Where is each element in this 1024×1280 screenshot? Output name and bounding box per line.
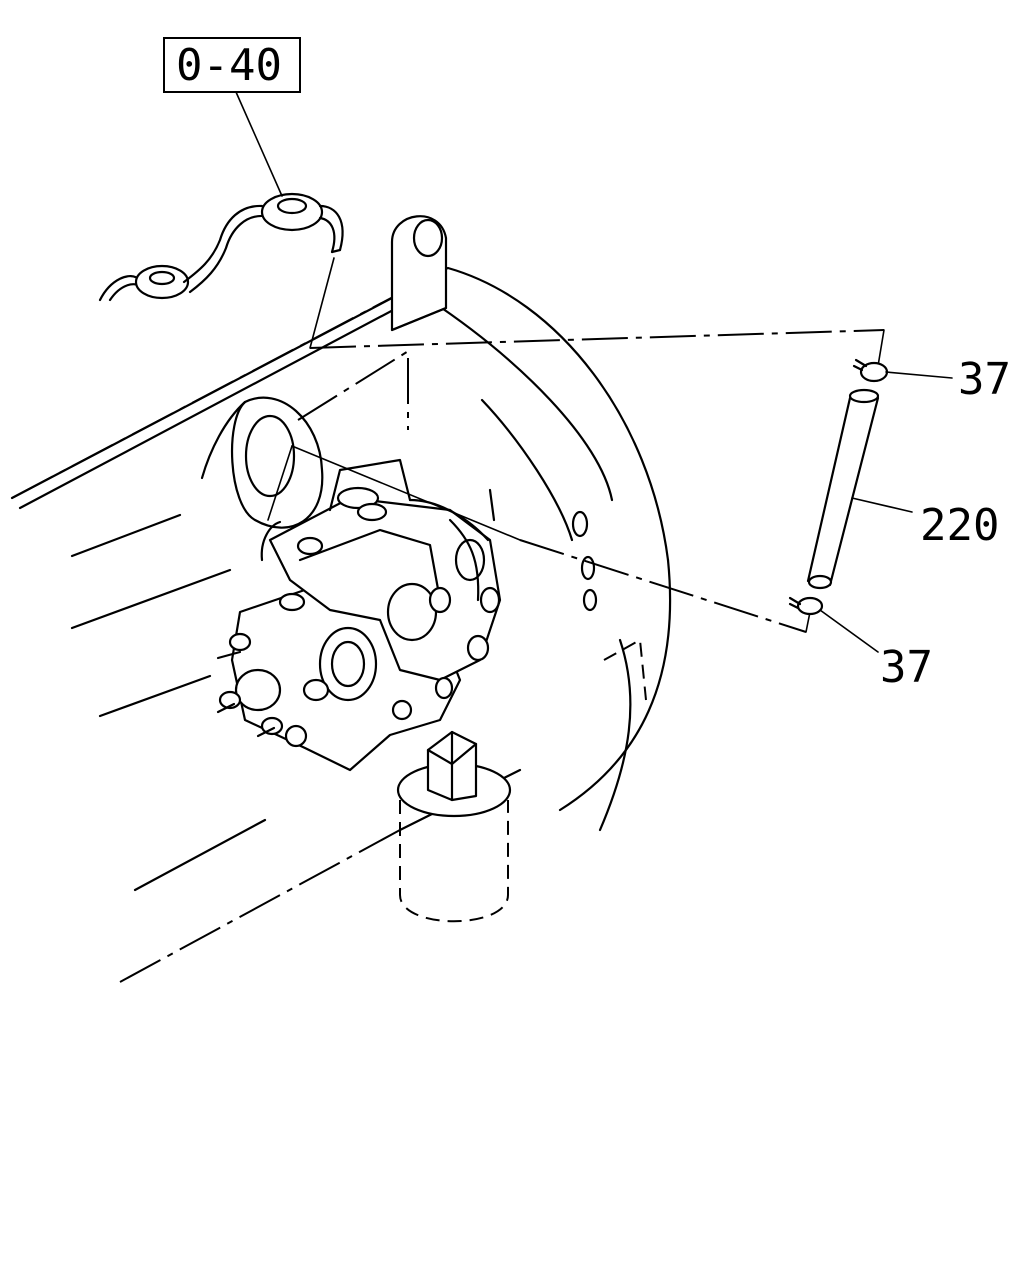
mounting-bracket — [390, 215, 448, 332]
fuel-line-harness — [98, 192, 344, 302]
hose-clip-lower — [788, 596, 824, 616]
injection-pump-assembly — [216, 458, 502, 772]
callout-37-upper: 37 — [958, 354, 1011, 405]
leader-37-lower — [819, 609, 879, 653]
oil-filter — [396, 730, 512, 923]
reference-box-label: 0-40 — [176, 40, 282, 91]
engine-block-outline — [10, 266, 672, 983]
callout-220: 220 — [920, 500, 999, 551]
hose-clip-upper — [852, 358, 889, 383]
lower-routing-line — [267, 445, 813, 633]
leader-37-upper — [885, 371, 953, 379]
fuel-hose — [806, 388, 880, 590]
ref-leader-line — [235, 91, 283, 197]
reference-box — [163, 37, 301, 93]
leader-220 — [851, 497, 913, 513]
callout-37-lower: 37 — [880, 642, 933, 693]
upper-routing-line — [309, 257, 885, 367]
